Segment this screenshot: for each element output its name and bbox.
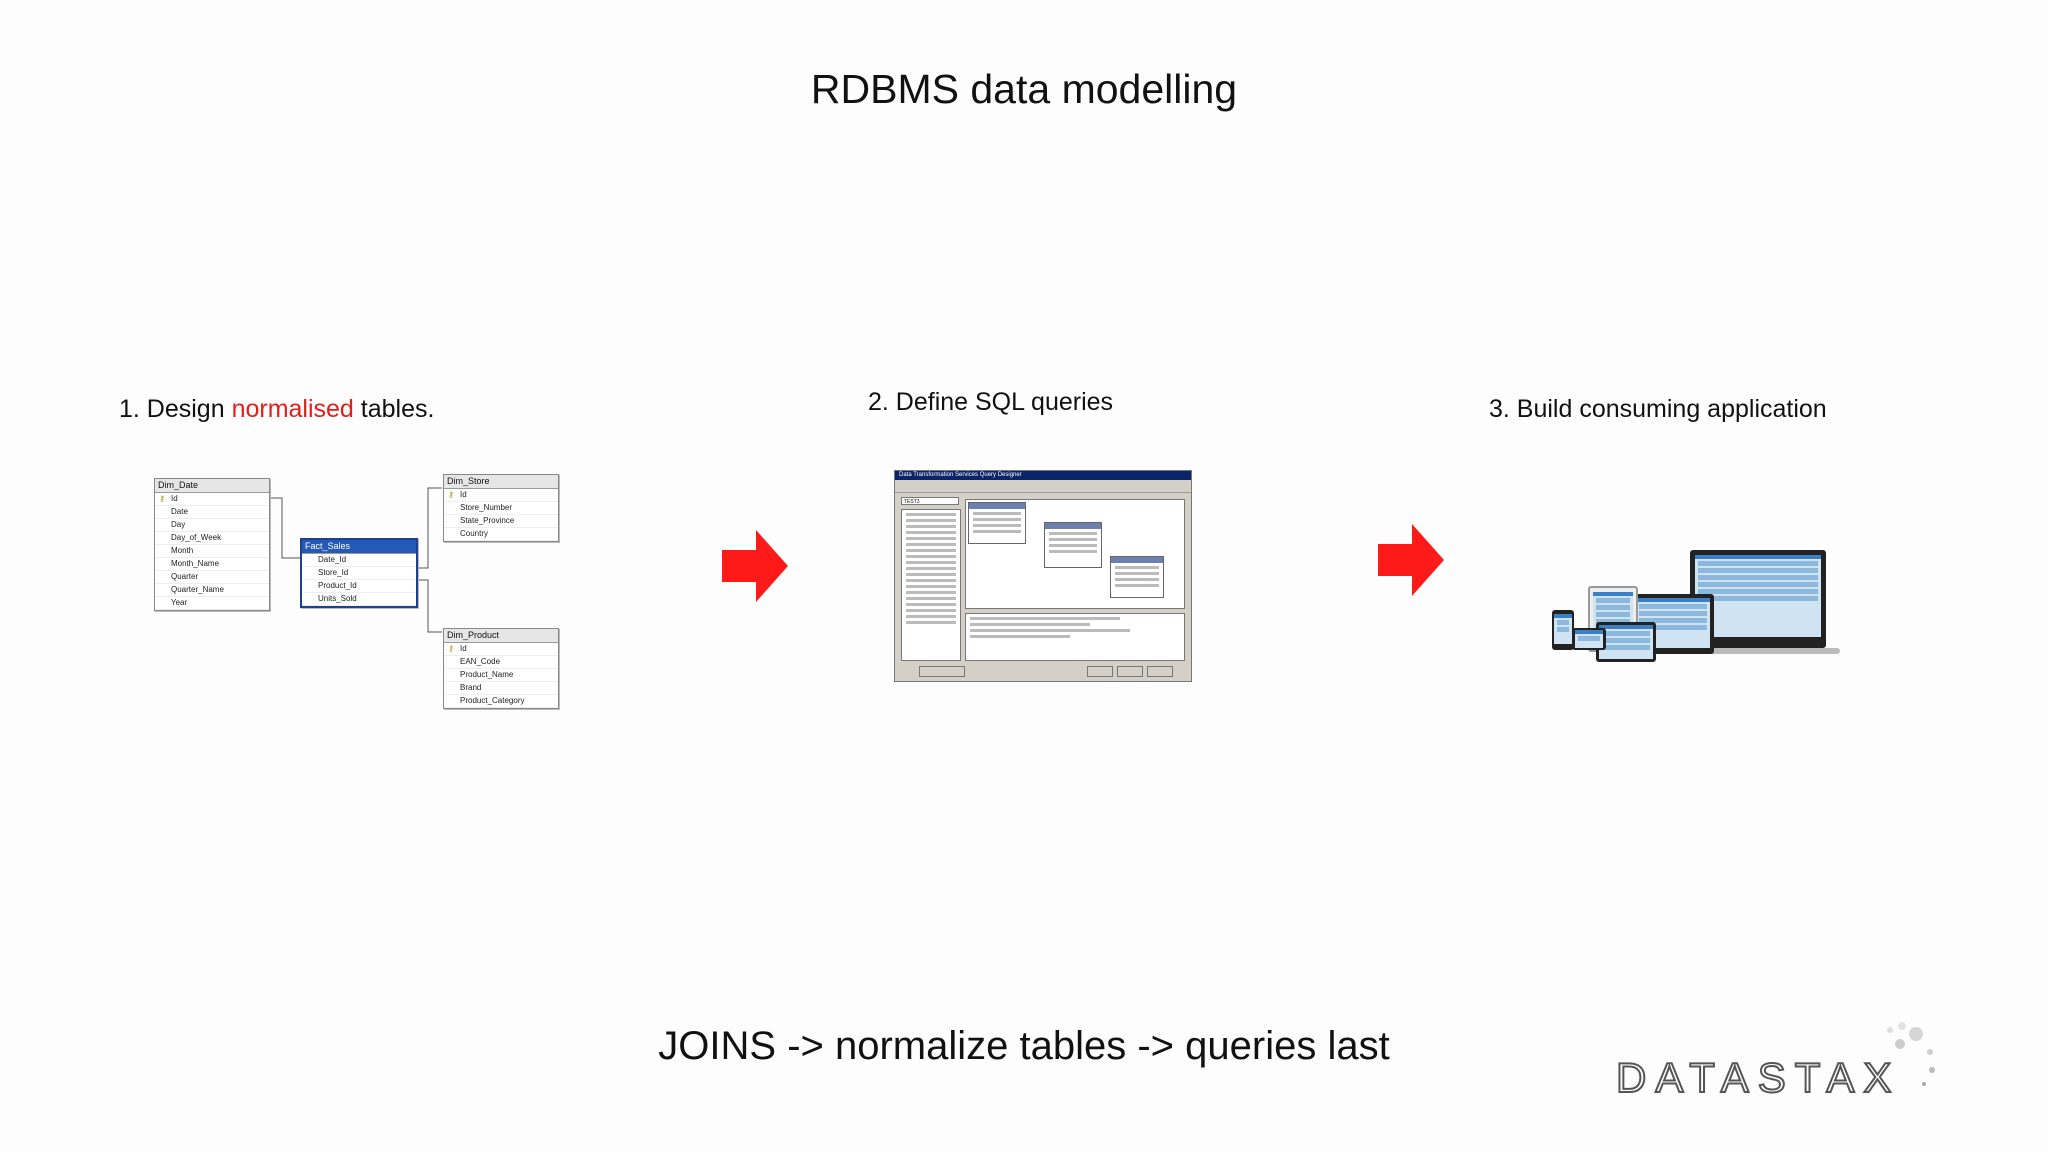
refresh-list-button[interactable] bbox=[919, 666, 965, 677]
table-column: Month_Name bbox=[155, 558, 269, 571]
column-name: Product_Id bbox=[318, 581, 357, 590]
small-tablet bbox=[1596, 622, 1656, 662]
column-name: State_Province bbox=[460, 516, 515, 525]
object-list bbox=[901, 509, 961, 661]
cancel-button[interactable] bbox=[1117, 666, 1143, 677]
column-name: Day_of_Week bbox=[171, 533, 222, 542]
query-designer-titlebar: Data Transformation Services Query Desig… bbox=[895, 471, 1191, 480]
table-column: ⚷ Id bbox=[444, 643, 558, 656]
mini-table-3 bbox=[1110, 556, 1164, 598]
step-1-label: 1. Design normalised tables. bbox=[119, 395, 434, 424]
step-1-suffix: tables. bbox=[353, 395, 435, 423]
table-column: State_Province bbox=[444, 515, 558, 528]
column-name: Quarter_Name bbox=[171, 585, 224, 594]
monitor bbox=[1690, 550, 1826, 648]
logo-dots-icon bbox=[1887, 1022, 1935, 1086]
devices-image bbox=[1528, 548, 1840, 668]
table-column: Day bbox=[155, 519, 269, 532]
column-name: Date_Id bbox=[318, 555, 347, 564]
table-header: Dim_Store bbox=[444, 475, 558, 489]
column-name: EAN_Code bbox=[460, 657, 501, 666]
table-column: Date_Id bbox=[302, 554, 416, 567]
query-designer-toolbar bbox=[895, 480, 1191, 493]
column-name: Units_Sold bbox=[318, 594, 357, 603]
column-name: Brand bbox=[460, 683, 482, 692]
phone-1 bbox=[1552, 610, 1574, 650]
table-column: Year bbox=[155, 597, 269, 610]
logo-text: DATASTAX bbox=[1615, 1053, 1901, 1102]
table-column: Brand bbox=[444, 682, 558, 695]
table-column: Product_Name bbox=[444, 669, 558, 682]
column-name: Product_Name bbox=[460, 670, 514, 679]
sql-pane bbox=[965, 613, 1185, 661]
column-name: Day bbox=[171, 520, 186, 529]
table-header: Fact_Sales bbox=[302, 540, 416, 554]
column-name: Quarter bbox=[171, 572, 199, 581]
bottom-caption: JOINS -> normalize tables -> queries las… bbox=[658, 1024, 1390, 1068]
step-3-label: 3. Build consuming application bbox=[1489, 395, 1827, 423]
column-name: Store_Number bbox=[460, 503, 513, 512]
table-column: ⚷ Id bbox=[444, 489, 558, 502]
help-button[interactable] bbox=[1147, 666, 1173, 677]
column-name: Year bbox=[171, 598, 188, 607]
key-icon: ⚷ bbox=[159, 494, 165, 503]
column-name: Date bbox=[171, 507, 188, 516]
table-header: Dim_Product bbox=[444, 629, 558, 643]
table-column: EAN_Code bbox=[444, 656, 558, 669]
column-name: Store_Id bbox=[318, 568, 349, 577]
key-icon: ⚷ bbox=[448, 490, 454, 499]
table-column: Product_Id bbox=[302, 580, 416, 593]
table-column: Store_Number bbox=[444, 502, 558, 515]
column-name: Id bbox=[460, 490, 467, 499]
table-column: Quarter bbox=[155, 571, 269, 584]
step-1-prefix: 1. Design bbox=[119, 395, 232, 423]
column-name: Id bbox=[171, 494, 178, 503]
diagram-pane bbox=[965, 499, 1185, 609]
arrow-1-icon bbox=[722, 530, 788, 602]
phone-2 bbox=[1572, 628, 1606, 650]
column-name: Month_Name bbox=[171, 559, 220, 568]
table-column: Date bbox=[155, 506, 269, 519]
monitor-base bbox=[1676, 648, 1840, 654]
ok-button[interactable] bbox=[1087, 666, 1113, 677]
server-select: TEST3 bbox=[901, 497, 959, 505]
table-column: ⚷ Id bbox=[155, 493, 269, 506]
datastax-logo: DATASTAX bbox=[1610, 1020, 1970, 1130]
table-column: Store_Id bbox=[302, 567, 416, 580]
column-name: Country bbox=[460, 529, 489, 538]
column-name: Month bbox=[171, 546, 194, 555]
table-column: Quarter_Name bbox=[155, 584, 269, 597]
mini-table-2 bbox=[1044, 522, 1102, 568]
step-2-label: 2. Define SQL queries bbox=[868, 388, 1114, 416]
table-column: Country bbox=[444, 528, 558, 541]
key-icon: ⚷ bbox=[448, 644, 454, 653]
step-1-highlight: normalised bbox=[231, 395, 354, 423]
query-designer-screenshot: Data Transformation Services Query Desig… bbox=[894, 470, 1192, 682]
arrow-2-icon bbox=[1378, 524, 1444, 596]
table-column: Units_Sold bbox=[302, 593, 416, 606]
er-relationship-lines bbox=[268, 487, 442, 633]
column-name: Id bbox=[460, 644, 467, 653]
table-column: Product_Category bbox=[444, 695, 558, 708]
column-name: Product_Category bbox=[460, 696, 525, 705]
table-header: Dim_Date bbox=[155, 479, 269, 493]
mini-table-1 bbox=[968, 502, 1026, 544]
table-column: Day_of_Week bbox=[155, 532, 269, 545]
slide-title: RDBMS data modelling bbox=[810, 66, 1238, 112]
table-column: Month bbox=[155, 545, 269, 558]
